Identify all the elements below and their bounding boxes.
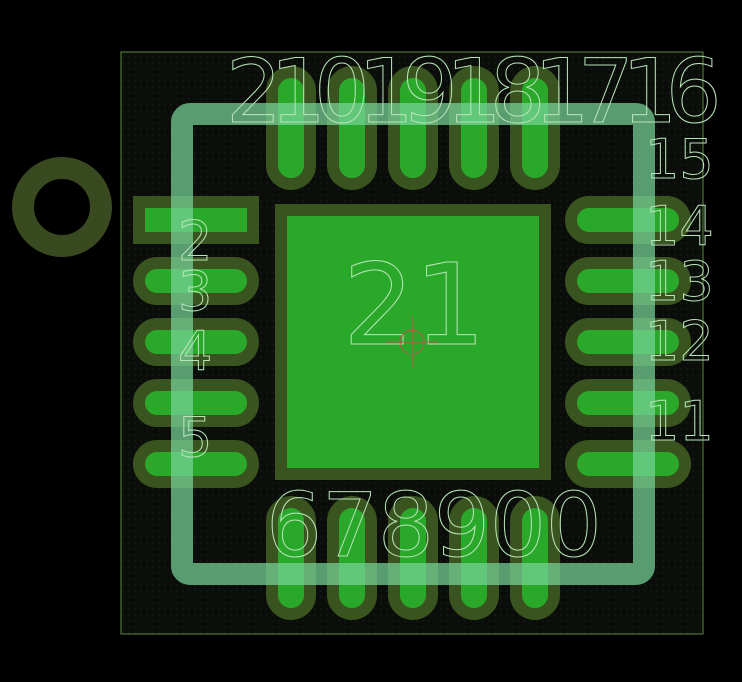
pad [565,196,691,244]
pad [327,496,377,620]
pad-number: 3 [178,260,212,323]
pad [510,496,560,620]
top-pads [266,66,560,190]
right-numbers: 15 14 13 12 11 [645,128,715,454]
pad [133,318,259,366]
pad [510,66,560,190]
pad [565,318,691,366]
top-label: 2 1 0 1 9 1 8 1 7 1 6 [226,40,717,143]
pad [388,66,438,190]
right-pads [565,196,691,488]
origin-marker [386,316,438,368]
pad-number: 5 [178,406,212,469]
pad-number: 12 [645,310,714,373]
pad [565,440,691,488]
pad [449,66,499,190]
pad [327,66,377,190]
pad [266,66,316,190]
pad [388,496,438,620]
pad-number: 4 [178,320,212,383]
bottom-pads [266,496,560,620]
pad-number: 14 [645,195,714,258]
center-label: 21 [343,241,486,371]
left-pads [133,196,259,488]
pad-1-square [133,196,259,244]
pad [449,496,499,620]
mounting-hole [12,157,112,257]
pad-number: 13 [645,250,714,313]
pad [565,379,691,427]
bottom-label: 6 7 8 9 0 0 [266,474,597,577]
pad [133,379,259,427]
pad [133,257,259,305]
pad [565,257,691,305]
silkscreen-outline [171,103,655,585]
pad [133,440,259,488]
pad-number: 2 [178,210,212,273]
pad [266,496,316,620]
left-numbers: 2 3 4 5 [178,210,213,470]
pad-number: 15 [645,128,714,191]
pad-number: 11 [645,390,714,453]
